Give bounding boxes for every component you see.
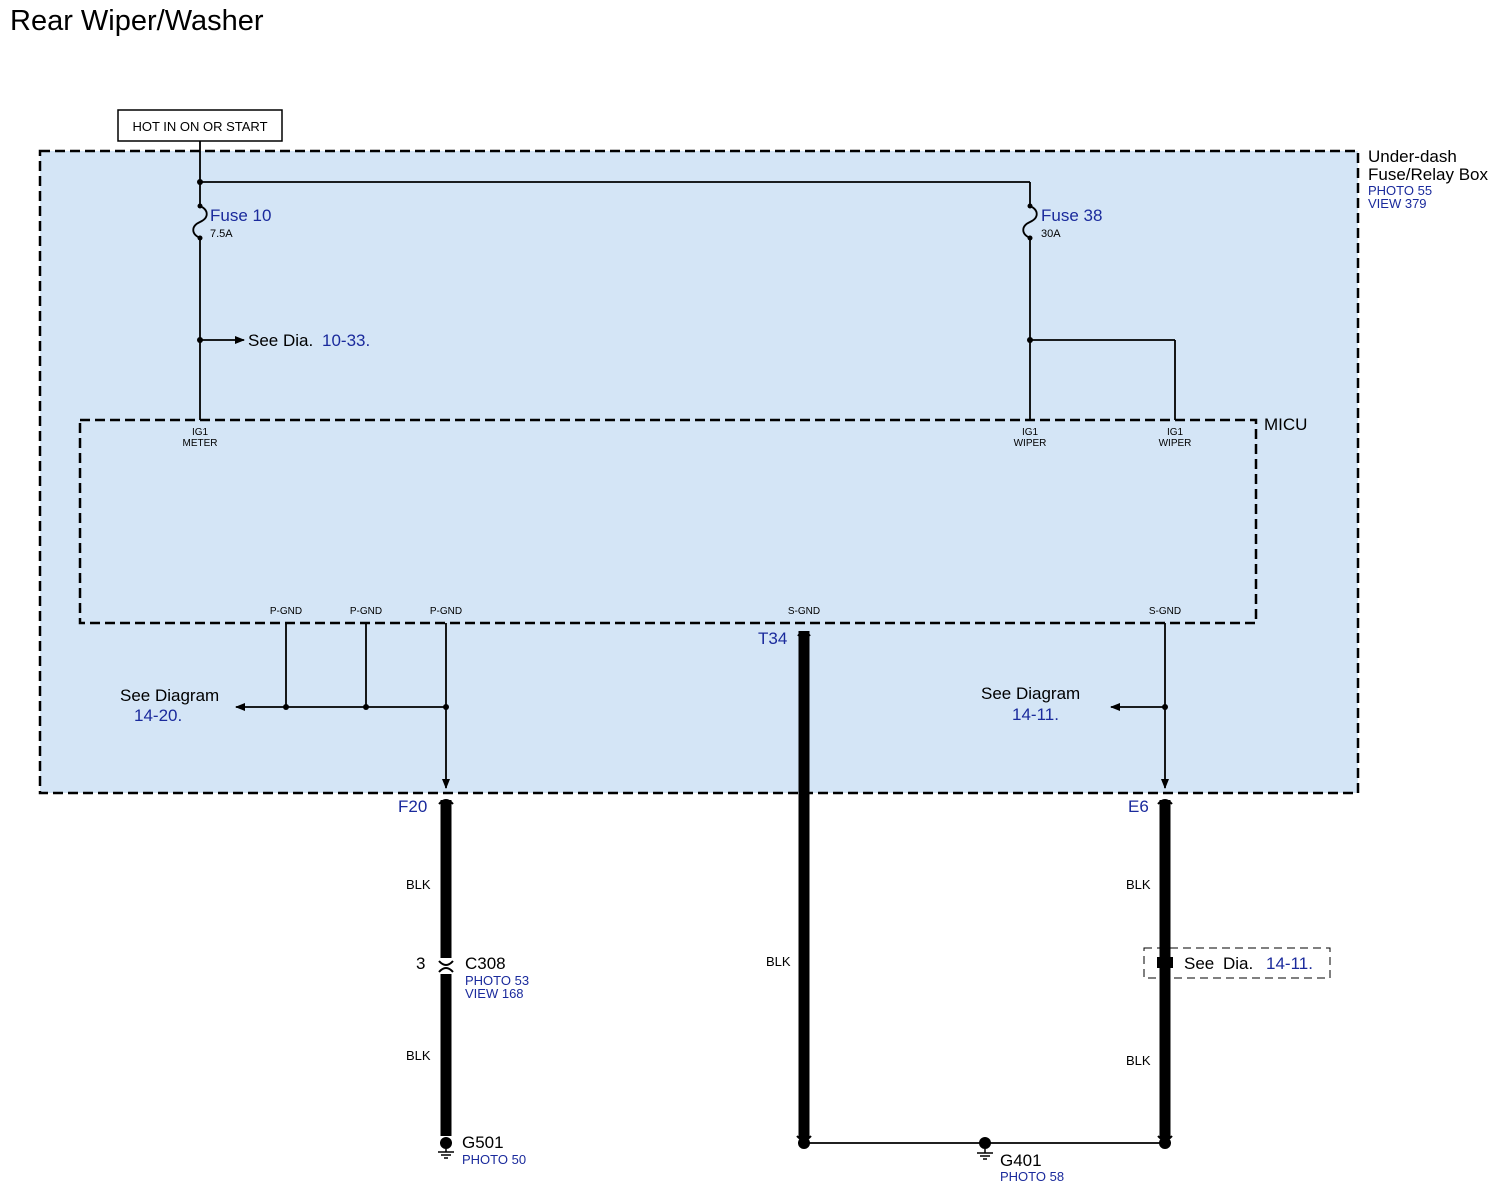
pin-ig1-meter-l2: METER	[183, 438, 218, 449]
g501-name: G501	[462, 1133, 504, 1152]
g401-terminal-left	[798, 1137, 810, 1149]
micu-label: MICU	[1264, 415, 1307, 434]
c308-name: C308	[465, 954, 506, 973]
hot-label-box	[117, 109, 283, 142]
hot-label: HOT IN ON OR START	[132, 119, 267, 134]
g401-ground-icon	[977, 1149, 993, 1160]
c308-view: VIEW 168	[465, 986, 524, 1001]
fuse-10-rating: 7.5A	[210, 228, 233, 240]
pin-s-gnd-2: S-GND	[1149, 606, 1181, 617]
fuse-38-rating: 30A	[1041, 228, 1061, 240]
pin-ig1-wiper-b-l2: WIPER	[1159, 438, 1192, 449]
pin-ig1-wiper-a-l2: WIPER	[1014, 438, 1047, 449]
fuse-box-name-line2: Fuse/Relay Box	[1368, 165, 1488, 184]
c308-connector-top	[438, 960, 454, 966]
terminal-t34: T34	[758, 629, 787, 648]
c308-connector-bottom	[438, 967, 454, 973]
g501-terminal	[440, 1137, 452, 1149]
see-dia-2-mid: Dia.	[1223, 954, 1253, 973]
c308-photo: PHOTO 53	[465, 973, 529, 988]
see-dia-prefix: See Dia.	[248, 331, 313, 350]
fuse-box-view: VIEW 379	[1368, 196, 1427, 211]
micu-outline	[78, 418, 1258, 625]
g401-photo: PHOTO 58	[1000, 1169, 1064, 1184]
wire-color-t34: BLK	[766, 954, 791, 969]
junction-dots-top	[197, 179, 1033, 343]
see-dia-ref-10-33[interactable]: 10-33.	[322, 331, 370, 350]
junction-dots-bottom	[283, 704, 1168, 710]
see-diagram-right-ref[interactable]: 14-11.	[1012, 705, 1059, 724]
g401-terminal-right	[1159, 1137, 1171, 1149]
c308-pin: 3	[416, 954, 425, 973]
g501-ground-icon	[438, 1149, 454, 1159]
wire-color-e6-lower: BLK	[1126, 1053, 1151, 1068]
pin-ig1-wiper-a-l1: IG1	[1022, 427, 1039, 438]
supply-wiring	[192, 141, 1176, 420]
pin-ig1-wiper-b-l1: IG1	[1167, 427, 1184, 438]
see-diagram-left-ref[interactable]: 14-20.	[134, 706, 182, 725]
pin-s-gnd-1: S-GND	[788, 606, 820, 617]
fuse-box-photo: PHOTO 55	[1368, 183, 1432, 198]
wire-color-e6-upper: BLK	[1126, 877, 1151, 892]
pin-p-gnd-1: P-GND	[270, 606, 302, 617]
fuse-relay-box-outline	[38, 149, 1360, 795]
wire-color-f20-upper: BLK	[406, 877, 431, 892]
g401-name: G401	[1000, 1151, 1042, 1170]
pin-ig1-meter-l1: IG1	[192, 427, 209, 438]
pin-p-gnd-3: P-GND	[430, 606, 462, 617]
diagram-title: Rear Wiper/Washer	[10, 5, 264, 37]
see-dia-splice-box	[1143, 947, 1331, 979]
g401-terminal	[979, 1137, 991, 1149]
splice-block	[1157, 957, 1173, 968]
see-diagram-left-prefix: See Diagram	[120, 686, 219, 705]
fuse-box-name-line1: Under-dash	[1368, 147, 1457, 166]
fuse-10-name: Fuse 10	[210, 206, 271, 225]
see-diagram-right-prefix: See Diagram	[981, 684, 1080, 703]
terminal-f20: F20	[398, 797, 427, 816]
terminal-e6: E6	[1128, 797, 1149, 816]
fuse-38-name: Fuse 38	[1041, 206, 1102, 225]
wire-color-f20-lower: BLK	[406, 1048, 431, 1063]
g501-photo: PHOTO 50	[462, 1152, 526, 1167]
see-dia-2-ref[interactable]: 14-11.	[1266, 954, 1313, 973]
pin-p-gnd-2: P-GND	[350, 606, 382, 617]
see-dia-2-prefix: See	[1184, 954, 1214, 973]
